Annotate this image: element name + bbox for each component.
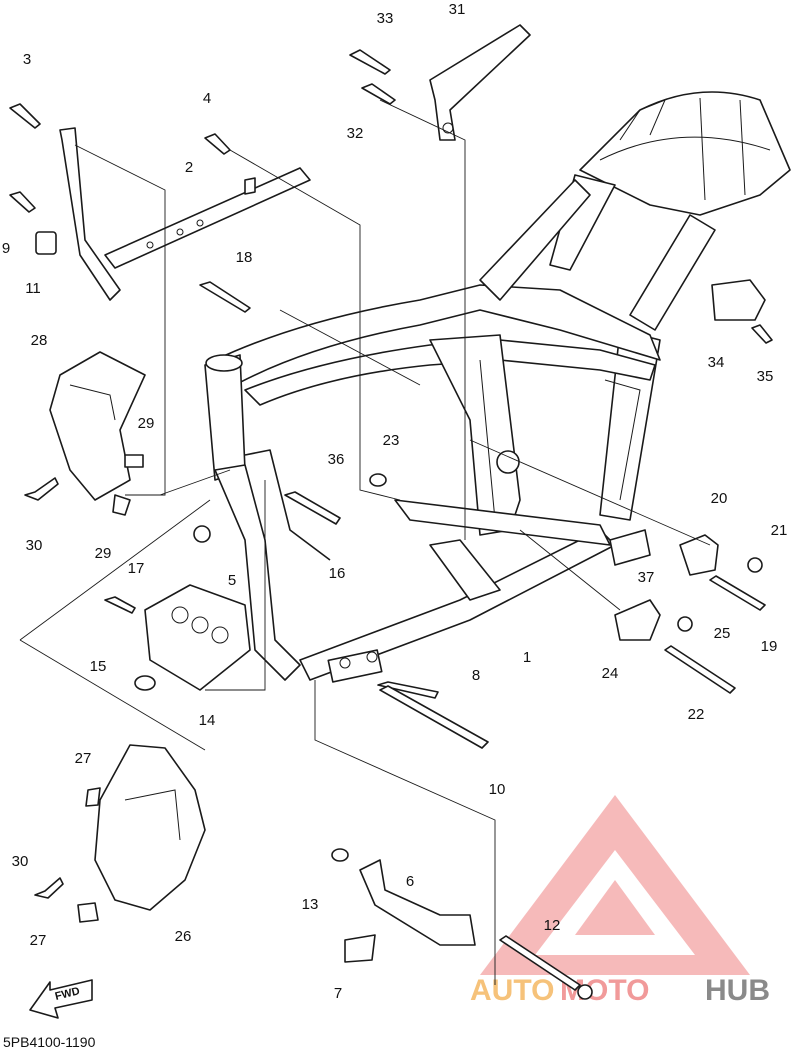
watermark-brand-part3: HUB [705, 974, 770, 1007]
callout-1: 1 [523, 649, 531, 666]
fwd-label: FWD [54, 985, 81, 1003]
callout-4: 4 [203, 90, 211, 107]
callout-27-upper: 27 [75, 750, 92, 767]
callout-17: 17 [128, 560, 145, 577]
callout-14: 14 [199, 712, 216, 729]
callout-37: 37 [638, 569, 655, 586]
callout-11: 11 [25, 280, 41, 297]
engine-bracket-14 [134, 584, 251, 691]
side-stand-6 [331, 848, 476, 963]
leader-lines [19, 99, 711, 985]
callout-27-lower: 27 [30, 932, 47, 949]
callout-36: 36 [328, 451, 345, 468]
watermark-logo: AUTO MOTO HUB [470, 795, 770, 1007]
callout-25: 25 [714, 625, 731, 642]
side-strut-31 [429, 24, 531, 141]
callout-13: 13 [302, 896, 319, 913]
right-brackets [609, 279, 766, 641]
callout-34: 34 [708, 354, 725, 371]
watermark-brand-part1: AUTO [470, 974, 554, 1007]
callout-12: 12 [544, 917, 561, 934]
callout-32: 32 [347, 125, 364, 142]
cover-28 [49, 351, 146, 516]
callout-33: 33 [377, 10, 394, 27]
callout-22: 22 [688, 706, 705, 723]
front-guard-bracket [35, 127, 311, 301]
callout-30-upper: 30 [26, 537, 43, 554]
callout-10: 10 [489, 781, 506, 798]
collar-part-11 [35, 231, 57, 255]
fwd-direction-arrow-icon: FWD [29, 979, 93, 1019]
callout-24: 24 [602, 665, 619, 682]
callout-20: 20 [711, 490, 728, 507]
callout-31: 31 [449, 1, 466, 18]
callout-28: 28 [31, 332, 48, 349]
callout-8: 8 [472, 667, 480, 684]
callout-19: 19 [761, 638, 778, 655]
callout-15: 15 [90, 658, 107, 675]
callout-9: 9 [2, 240, 10, 257]
callout-29-upper: 29 [138, 415, 155, 432]
callout-2: 2 [185, 159, 193, 176]
callout-21: 21 [771, 522, 788, 539]
part-code: 5PB4100-1190 [3, 1034, 96, 1050]
callout-26: 26 [175, 928, 192, 945]
main-frame [204, 91, 791, 683]
callout-23: 23 [383, 432, 400, 449]
callouts: 1 2 3 4 5 6 7 8 9 10 11 12 13 14 15 16 1… [2, 1, 788, 1002]
callout-7: 7 [334, 985, 342, 1002]
callout-16: 16 [329, 565, 346, 582]
callout-6: 6 [406, 873, 414, 890]
callout-18: 18 [236, 249, 253, 266]
callout-3: 3 [23, 51, 31, 68]
callout-5: 5 [228, 572, 236, 589]
callout-29-lower: 29 [95, 545, 112, 562]
lower-cover-26 [77, 744, 206, 923]
callout-35: 35 [757, 368, 774, 385]
callout-30-lower: 30 [12, 853, 29, 870]
hardware-bolts [9, 49, 773, 1000]
watermark-brand-part2: MOTO [560, 974, 649, 1007]
